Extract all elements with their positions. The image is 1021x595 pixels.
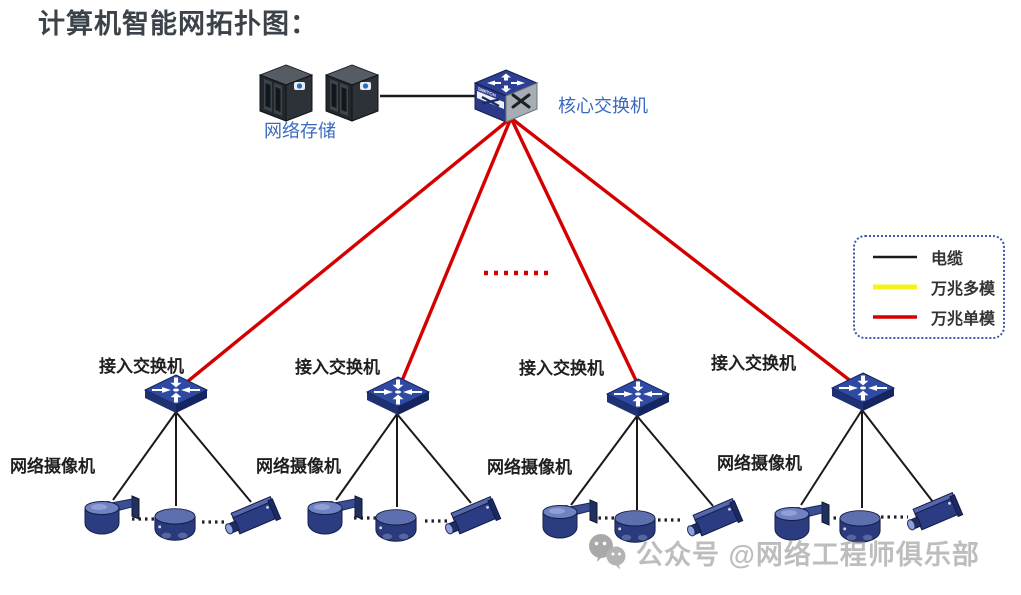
access-switch-label-2: 接入交换机: [295, 358, 380, 377]
box-camera: [686, 496, 748, 548]
singlemode-line-swatch: [873, 315, 917, 319]
wall-dome-camera: [82, 492, 146, 546]
access-switch-label-1: 接入交换机: [99, 357, 184, 376]
camera-label-4: 网络摄像机: [717, 454, 802, 473]
storage-label: 网络存储: [264, 121, 336, 141]
legend-item-singlemode: 万兆单模: [855, 305, 1003, 329]
access-switch-label-3: 接入交换机: [519, 359, 604, 378]
page-title: 计算机智能网拓扑图：: [38, 9, 318, 39]
legend-box: 电缆 万兆多模 万兆单模: [853, 235, 1005, 339]
legend-item-cable: 电缆: [855, 245, 1003, 269]
camera-label-1: 网络摄像机: [10, 457, 95, 476]
box-camera: [224, 494, 286, 546]
dome-camera: [152, 502, 198, 546]
access-switch-3: [605, 376, 671, 424]
trunk-lines: [185, 116, 863, 392]
dome-camera: [373, 503, 419, 547]
box-camera: [444, 494, 506, 546]
camera-ellipsis-dots: [132, 515, 908, 524]
box-camera: [906, 490, 968, 542]
wall-dome-camera: [305, 492, 369, 546]
dome-camera: [612, 504, 658, 548]
access-switch-4: [830, 370, 896, 418]
camera-label-3: 网络摄像机: [487, 458, 572, 477]
core-switch-label: 核心交换机: [558, 96, 648, 116]
storage-server-2: [325, 64, 379, 122]
wall-dome-camera: [540, 496, 604, 550]
multimode-line-swatch: [873, 284, 917, 290]
wall-dome-camera: [772, 498, 836, 552]
storage-server-1: [259, 64, 313, 122]
cable-line-swatch: [873, 255, 917, 259]
legend-label-singlemode: 万兆单模: [931, 311, 996, 328]
access-switch-1: [143, 372, 209, 420]
legend-label-cable: 电缆: [931, 251, 964, 268]
legend-label-multimode: 万兆多模: [931, 281, 996, 298]
access-switch-2: [365, 374, 431, 422]
core-switch: [473, 69, 539, 123]
camera-cables: [112, 409, 934, 510]
access-switch-label-4: 接入交换机: [711, 354, 796, 373]
legend-item-multimode: 万兆多模: [855, 275, 1003, 299]
camera-label-2: 网络摄像机: [256, 457, 341, 476]
dome-camera: [837, 504, 883, 548]
